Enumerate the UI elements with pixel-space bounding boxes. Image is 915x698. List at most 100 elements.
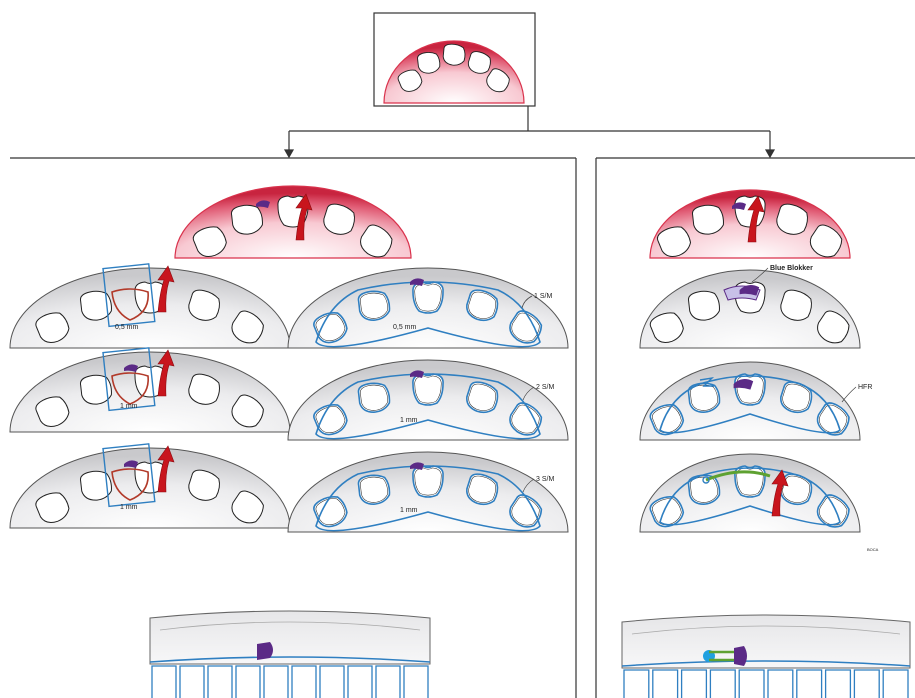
right-stage-2-aligner-outline [315, 373, 541, 440]
left-stage-2-arch [9, 351, 291, 433]
right-stage-1-tooth-4 [466, 289, 499, 322]
left-header-attachment-icon [256, 200, 270, 208]
right-panel-stage-3-movement-arrow-icon [771, 469, 789, 517]
left-stage-3-tooth-outline-1 [35, 492, 70, 523]
right-panel-stage-3-tooth-outline-5 [816, 494, 850, 528]
top-arch-tooth-outline-5 [486, 68, 510, 93]
right-stage-2-tooth-2 [357, 382, 391, 413]
right-header-tooth-1 [656, 226, 692, 257]
left-stage-1-tooth-2 [79, 290, 112, 321]
flowchart-lines [10, 12, 915, 698]
right-stage-1-tooth-outline-4 [466, 289, 499, 322]
credit-label: BOCA [867, 547, 879, 552]
left-bottom-aligner-edge [149, 656, 431, 663]
right-bottom-front-tooth-9 [853, 669, 880, 698]
left-bottom-front-tooth-9 [375, 665, 401, 698]
right-stage-1-tooth-3 [412, 281, 444, 314]
right-bottom-front-tooth-10 [882, 669, 909, 698]
right-stage-1-aligner-outline [315, 281, 541, 348]
right-panel-stage-2-tooth-5 [816, 402, 850, 436]
right-stage-1-arch [287, 267, 569, 349]
right-stage-3-aligner-outline [315, 465, 541, 532]
left-stage-2-tooth-1 [35, 396, 70, 427]
top-arch-tooth-3 [442, 43, 466, 66]
left-stage-3-arrow-shape [157, 445, 175, 493]
right-stage-3-tooth-outline-4 [466, 473, 499, 506]
right-stage-2-tooth-inner-2 [360, 384, 388, 411]
left-header-arrow-shape [295, 193, 313, 241]
right-panel-stage-2-tooth-inner-5 [819, 404, 848, 434]
left-stage-1-arch [9, 267, 291, 349]
left-stage-3-tooth-1 [35, 492, 70, 523]
left-header-tooth-outline-2 [230, 204, 263, 235]
left-bottom-front-tooth-8 [347, 665, 373, 698]
right-stage-3-tooth-outline-3 [412, 465, 444, 498]
left-header-tooth-outline-5 [360, 224, 393, 258]
measure-left-2: 1 mm [120, 403, 138, 410]
right-panel-stage-3-tooth-outline-2 [687, 474, 721, 505]
right-bottom-frontal-view [621, 614, 911, 698]
left-bottom-front-tooth-10 [403, 665, 429, 698]
right-stage-1-tooth-2 [357, 290, 391, 321]
right-panel-stage-3-tooth-2 [687, 474, 721, 505]
right-stage-2-tooth-outline-5 [509, 402, 543, 436]
left-stage-2-tooth-outline-2 [79, 374, 112, 405]
left-header-tooth-outline-4 [323, 203, 355, 235]
top-arch-tooth-outline-2 [417, 51, 441, 74]
right-panel-stage-2-tooth-2 [687, 382, 721, 413]
left-stage-1-arrow-shape [157, 265, 175, 313]
right-stage-2-tooth-inner-1 [315, 406, 346, 434]
left-stage-2-cut-box [102, 347, 156, 412]
left-stage-3-tooth-outline-4 [188, 469, 220, 501]
right-panel-stage-3-tooth-5 [816, 494, 850, 528]
measure-right-2: 1 mm [400, 417, 418, 424]
left-stage-2-tooth-outline-1 [35, 396, 70, 427]
right-stage-3-tooth-inner-1 [315, 498, 346, 526]
right-bottom-attachment-icon [734, 646, 747, 666]
left-bottom-front-tooth-6 [291, 665, 317, 698]
right-header-tooth-outline-5 [809, 224, 843, 258]
top-arch-tooth-2 [417, 51, 441, 74]
left-header-tooth-1 [192, 226, 227, 257]
left-stage-2-tooth-5 [231, 394, 264, 428]
right-panel-stage-2-tooth-1 [649, 404, 685, 436]
right-bottom-gum-line [631, 625, 901, 635]
right-stage-3-tooth-3 [412, 465, 444, 498]
right-panel-stage-1-tooth-1 [649, 312, 684, 343]
left-stage-2-tooth-4 [188, 373, 220, 405]
left-header-tooth-4 [323, 203, 355, 235]
top-arch-tooth-4 [467, 51, 491, 74]
left-stage-3-tooth-2 [79, 470, 112, 501]
right-stage-3-tooth-inner-4 [468, 475, 496, 503]
blue-blokker-label: Blue Blokker [770, 265, 813, 272]
top-arch-tooth-outline-1 [397, 69, 423, 92]
right-bottom-front-tooth-3 [680, 669, 708, 698]
top-box [373, 12, 536, 107]
left-bottom-front-tooth-7 [319, 665, 345, 698]
right-stage-2-tooth-outline-3 [412, 373, 444, 406]
left-stage-1-tooth-1 [35, 312, 70, 343]
left-stage-2-tooth-outline-5 [231, 394, 264, 428]
right-panel-stage-1-attachment-icon [739, 284, 760, 296]
stage-3-aligner-outline [659, 467, 841, 526]
left-stage-1-tooth-outline-5 [231, 310, 264, 344]
left-bottom-front-tooth-3 [207, 665, 233, 698]
left-stage-3-incision-outline [111, 468, 149, 501]
left-bottom-front-tooth-5 [263, 665, 289, 698]
right-stage-2-tooth-inner-3 [414, 375, 442, 404]
right-stage-1-tooth-inner-1 [315, 314, 346, 342]
right-panel-stage-1-tooth-outline-5 [817, 310, 850, 344]
left-stage-1-movement-arrow-icon [157, 265, 175, 313]
right-panel-stage-3-tooth-outline-1 [649, 496, 685, 528]
left-stage-1-tooth-4 [188, 289, 220, 321]
right-panel-stage-1-tooth-2 [687, 290, 720, 321]
right-panel-stage-1-tooth-5 [817, 310, 850, 344]
right-panel-stage-3-tooth-inner-5 [819, 496, 848, 526]
left-stage-3-cut-box [102, 443, 156, 508]
right-stage-3-tooth-1 [313, 496, 348, 528]
right-bottom-front-tooth-2 [652, 669, 679, 698]
top-arch-tooth-outline-3 [442, 43, 466, 66]
left-header-tooth-5 [360, 224, 393, 258]
right-panel-stage-2-tooth-inner-2 [690, 384, 718, 411]
